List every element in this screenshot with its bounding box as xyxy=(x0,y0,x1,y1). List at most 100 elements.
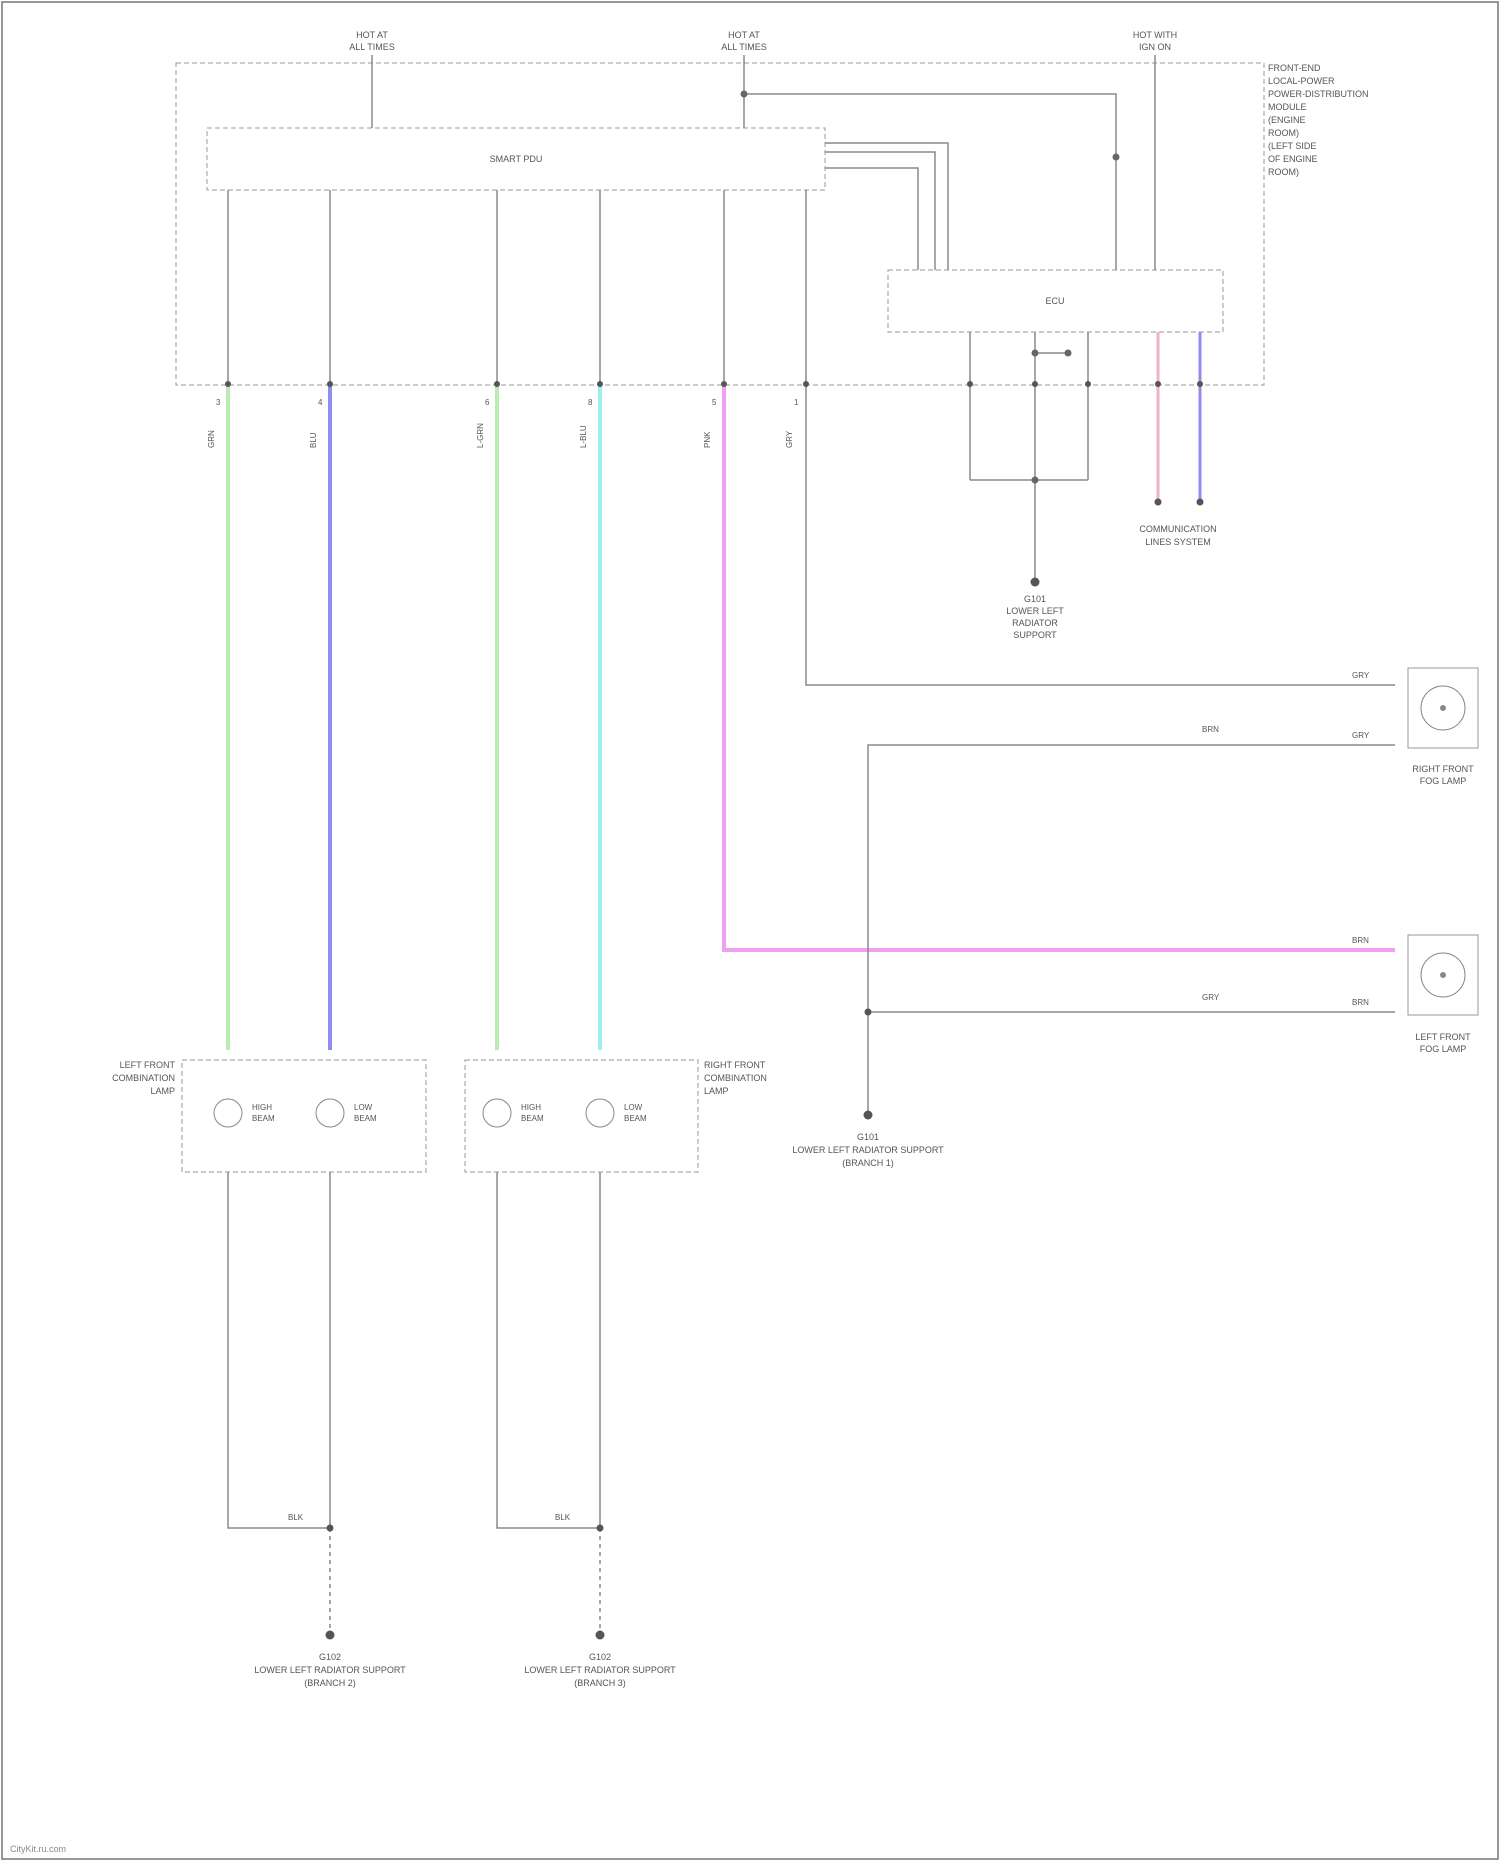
svg-text:3: 3 xyxy=(216,398,221,407)
fog-lamp-wiring xyxy=(868,745,1395,1112)
ground-point-g2 xyxy=(864,1111,873,1120)
svg-text:PNK: PNK xyxy=(703,431,712,448)
svg-text:LEFT FRONT: LEFT FRONT xyxy=(120,1060,176,1070)
ground-label-g1: G101 LOWER LEFT RADIATOR SUPPORT xyxy=(1006,594,1064,640)
svg-text:COMMUNICATION: COMMUNICATION xyxy=(1139,524,1216,534)
left-fog-label-1: LEFT FRONT xyxy=(1415,1032,1471,1042)
left-fog-label-2: FOG LAMP xyxy=(1420,1044,1467,1054)
ground-label-g3: G102 LOWER LEFT RADIATOR SUPPORT (BRANCH… xyxy=(254,1652,406,1688)
source-left-line1: HOT AT xyxy=(356,30,388,40)
junction-dot xyxy=(327,1525,334,1532)
source-middle-line1: HOT AT xyxy=(728,30,760,40)
ecu-label: ECU xyxy=(1045,296,1064,306)
svg-text:BRN: BRN xyxy=(1202,725,1219,734)
data-link-label: COMMUNICATION LINES SYSTEM xyxy=(1139,524,1216,547)
junction-dot xyxy=(1065,350,1072,357)
svg-text:G101: G101 xyxy=(857,1132,879,1142)
splice-label-left: BLK xyxy=(288,1513,304,1522)
source-label-middle: HOT AT ALL TIMES xyxy=(721,30,767,52)
svg-text:BEAM: BEAM xyxy=(521,1114,544,1123)
junction-dot xyxy=(1032,350,1039,357)
fog-wire-labels: GRY BRN GRY BRN GRY BRN xyxy=(1202,671,1370,1007)
left-fog-lamp: LEFT FRONT FOG LAMP xyxy=(1408,935,1478,1054)
svg-text:BEAM: BEAM xyxy=(354,1114,377,1123)
svg-text:LOWER LEFT: LOWER LEFT xyxy=(1006,606,1064,616)
junction-dot xyxy=(1113,154,1120,161)
svg-text:G101: G101 xyxy=(1024,594,1046,604)
svg-text:5: 5 xyxy=(712,398,717,407)
svg-text:GRY: GRY xyxy=(1352,671,1370,680)
svg-text:LAMP: LAMP xyxy=(150,1086,175,1096)
junction-dot xyxy=(865,1009,872,1016)
module-list-1: FRONT-END xyxy=(1268,63,1321,73)
right-fog-label-2: FOG LAMP xyxy=(1420,776,1467,786)
splice-label-right: BLK xyxy=(555,1513,571,1522)
svg-text:GRY: GRY xyxy=(1352,731,1370,740)
wire-pink-fog xyxy=(724,384,1395,950)
module-list-9: ROOM) xyxy=(1268,167,1299,177)
svg-text:SUPPORT: SUPPORT xyxy=(1013,630,1057,640)
right-fog-label-1: RIGHT FRONT xyxy=(1412,764,1474,774)
module-list-2: LOCAL-POWER xyxy=(1268,76,1335,86)
source-right-line1: HOT WITH xyxy=(1133,30,1177,40)
svg-text:BEAM: BEAM xyxy=(624,1114,647,1123)
svg-text:LOWER LEFT RADIATOR SUPPORT: LOWER LEFT RADIATOR SUPPORT xyxy=(524,1665,676,1675)
svg-text:4: 4 xyxy=(318,398,323,407)
svg-text:LOWER LEFT RADIATOR SUPPORT: LOWER LEFT RADIATOR SUPPORT xyxy=(254,1665,406,1675)
module-list-3: POWER-DISTRIBUTION xyxy=(1268,89,1369,99)
wire-code-labels: 3 4 6 8 5 1 GRN BLU L-GRN L-BLU PNK GRY xyxy=(207,398,799,448)
footer-watermark: CityKit.ru.com xyxy=(10,1844,66,1854)
ground-label-g2: G101 LOWER LEFT RADIATOR SUPPORT (BRANCH… xyxy=(792,1132,944,1168)
svg-text:COMBINATION: COMBINATION xyxy=(112,1073,175,1083)
svg-text:GRY: GRY xyxy=(785,430,794,448)
svg-text:8: 8 xyxy=(588,398,593,407)
wire-gray-fog xyxy=(806,384,1395,685)
junction-dot xyxy=(1032,477,1039,484)
svg-text:(BRANCH 2): (BRANCH 2) xyxy=(304,1678,356,1688)
svg-text:LOW: LOW xyxy=(624,1103,643,1112)
connector-pins xyxy=(225,381,1203,387)
right-combination-lamp: HIGH BEAM LOW BEAM RIGHT FRONT COMBINATI… xyxy=(465,1060,767,1172)
right-fog-lamp: RIGHT FRONT FOG LAMP xyxy=(1408,668,1478,786)
svg-text:LAMP: LAMP xyxy=(704,1086,729,1096)
svg-text:RADIATOR: RADIATOR xyxy=(1012,618,1058,628)
svg-text:BRN: BRN xyxy=(1352,936,1369,945)
svg-text:BEAM: BEAM xyxy=(252,1114,275,1123)
power-module-box xyxy=(176,63,1264,385)
svg-text:L-GRN: L-GRN xyxy=(476,423,485,448)
svg-text:6: 6 xyxy=(485,398,490,407)
svg-text:BRN: BRN xyxy=(1352,998,1369,1007)
svg-text:RIGHT FRONT: RIGHT FRONT xyxy=(704,1060,766,1070)
ground-label-g4: G102 LOWER LEFT RADIATOR SUPPORT (BRANCH… xyxy=(524,1652,676,1688)
source-left-line2: ALL TIMES xyxy=(349,42,395,52)
source-middle-line2: ALL TIMES xyxy=(721,42,767,52)
junction-dot xyxy=(1197,499,1204,506)
smart-module-label: SMART PDU xyxy=(490,154,543,164)
svg-text:L-BLU: L-BLU xyxy=(579,425,588,448)
junction-dot xyxy=(597,1525,604,1532)
source-label-right: HOT WITH IGN ON xyxy=(1133,30,1177,52)
ground-point-g1 xyxy=(1031,578,1040,587)
junction-dot xyxy=(1155,499,1162,506)
module-list-7: (LEFT SIDE xyxy=(1268,141,1316,151)
svg-text:1: 1 xyxy=(794,398,799,407)
module-list-6: ROOM) xyxy=(1268,128,1299,138)
module-list: FRONT-END LOCAL-POWER POWER-DISTRIBUTION… xyxy=(1268,63,1369,177)
svg-text:LINES SYSTEM: LINES SYSTEM xyxy=(1145,537,1211,547)
svg-text:LOW: LOW xyxy=(354,1103,373,1112)
source-label-left: HOT AT ALL TIMES xyxy=(349,30,395,52)
svg-text:HIGH: HIGH xyxy=(521,1103,541,1112)
svg-text:GRN: GRN xyxy=(207,430,216,448)
module-list-8: OF ENGINE xyxy=(1268,154,1318,164)
svg-text:GRY: GRY xyxy=(1202,993,1220,1002)
svg-text:G102: G102 xyxy=(589,1652,611,1662)
ecu-output-lines xyxy=(970,332,1088,582)
lamp-ground-wires xyxy=(228,1172,600,1635)
svg-text:(BRANCH 3): (BRANCH 3) xyxy=(574,1678,626,1688)
svg-text:LOWER LEFT RADIATOR SUPPORT: LOWER LEFT RADIATOR SUPPORT xyxy=(792,1145,944,1155)
module-list-5: (ENGINE xyxy=(1268,115,1306,125)
svg-text:G102: G102 xyxy=(319,1652,341,1662)
svg-text:BLU: BLU xyxy=(309,432,318,448)
ground-point-g3 xyxy=(326,1631,335,1640)
